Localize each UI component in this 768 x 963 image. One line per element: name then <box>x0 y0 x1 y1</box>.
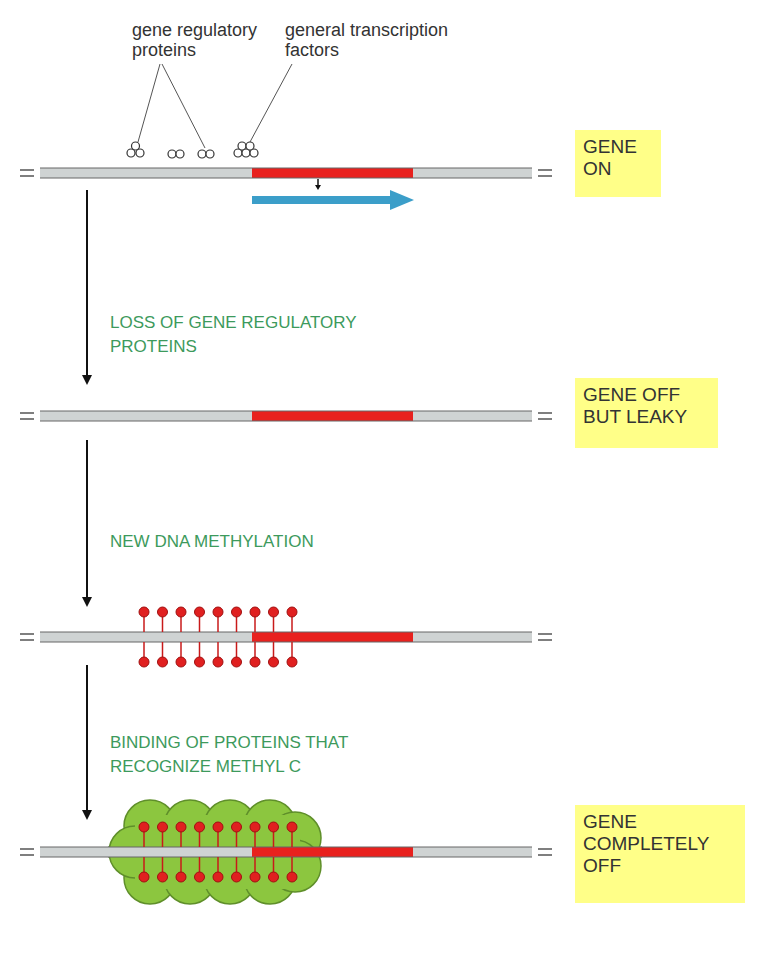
dna-flank <box>40 411 532 421</box>
dna-break <box>20 418 34 420</box>
state-box: GENE COMPLETELY OFF <box>575 805 745 903</box>
methyl-group <box>232 822 242 882</box>
protein-label: general transcription factors <box>285 20 461 60</box>
methyl-group <box>158 607 168 667</box>
dna-break <box>20 848 34 850</box>
dna-break <box>538 639 552 641</box>
dna-break <box>538 175 552 177</box>
step-label: BINDING OF PROTEINS THAT RECOGNIZE METHY… <box>110 731 410 779</box>
gene-region <box>252 847 322 857</box>
dna-edge <box>40 857 532 858</box>
dna-edge <box>108 847 322 848</box>
dna-edge <box>40 168 532 169</box>
dna-break <box>20 639 34 641</box>
methyl-group <box>250 607 260 667</box>
dna-flank <box>40 632 532 642</box>
state-box: GENE ON <box>575 130 661 197</box>
dna-flank <box>108 847 252 857</box>
dna-edge <box>40 421 532 422</box>
dna-strand <box>20 847 552 857</box>
gene-region <box>252 847 413 857</box>
methyl-group <box>176 822 186 882</box>
methyl-group <box>250 822 260 882</box>
protein-circles <box>127 142 258 158</box>
methyl-group <box>158 822 168 882</box>
gene-region <box>252 632 413 642</box>
dna-edge <box>108 857 322 858</box>
dna-edge <box>40 178 532 179</box>
methyl-group <box>287 607 297 667</box>
state-box: GENE OFF BUT LEAKY <box>575 378 718 448</box>
dna-break <box>538 412 552 414</box>
dna-break <box>20 412 34 414</box>
dna-break <box>538 418 552 420</box>
methyl-group <box>139 607 149 667</box>
dna-edge <box>40 632 532 633</box>
methyl-group <box>232 607 242 667</box>
dna-break <box>20 854 34 856</box>
dna-strand <box>108 847 322 857</box>
dna-break <box>20 633 34 635</box>
state-text: GENE COMPLETELY OFF <box>583 811 737 877</box>
step-label: LOSS OF GENE REGULATORY PROTEINS <box>110 311 390 359</box>
dna-strand <box>20 632 552 642</box>
dna-flank <box>40 168 532 178</box>
leader-lines <box>138 64 292 148</box>
state-text: GENE ON <box>583 136 653 180</box>
step-label: NEW DNA METHYLATION <box>110 530 410 554</box>
dna-break <box>20 169 34 171</box>
methyl-group <box>213 822 223 882</box>
methyl-group <box>139 822 149 882</box>
dna-edge <box>40 847 532 848</box>
methyl-group <box>195 822 205 882</box>
dna-break <box>538 169 552 171</box>
dna-flank <box>40 847 532 857</box>
dna-break <box>538 633 552 635</box>
methyl-group <box>287 822 297 882</box>
dna-strand <box>20 411 552 421</box>
methyl-binding-proteins <box>108 800 322 904</box>
dna-strand <box>20 168 552 178</box>
state-text: GENE OFF BUT LEAKY <box>583 384 710 428</box>
step-arrows <box>86 190 88 818</box>
protein-label: gene regulatory proteins <box>132 20 272 60</box>
methyl-group <box>269 822 279 882</box>
dna-break <box>538 848 552 850</box>
dna-break <box>538 854 552 856</box>
methyl-group <box>213 607 223 667</box>
methyl-group <box>195 607 205 667</box>
gene-region <box>252 411 413 421</box>
dna-edge <box>40 642 532 643</box>
gene-region <box>252 168 413 178</box>
methyl-group <box>176 607 186 667</box>
dna-edge <box>40 411 532 412</box>
transcript-arrow <box>252 190 414 210</box>
start-mark-head <box>315 185 321 190</box>
dna-break <box>20 175 34 177</box>
methyl-group <box>269 607 279 667</box>
